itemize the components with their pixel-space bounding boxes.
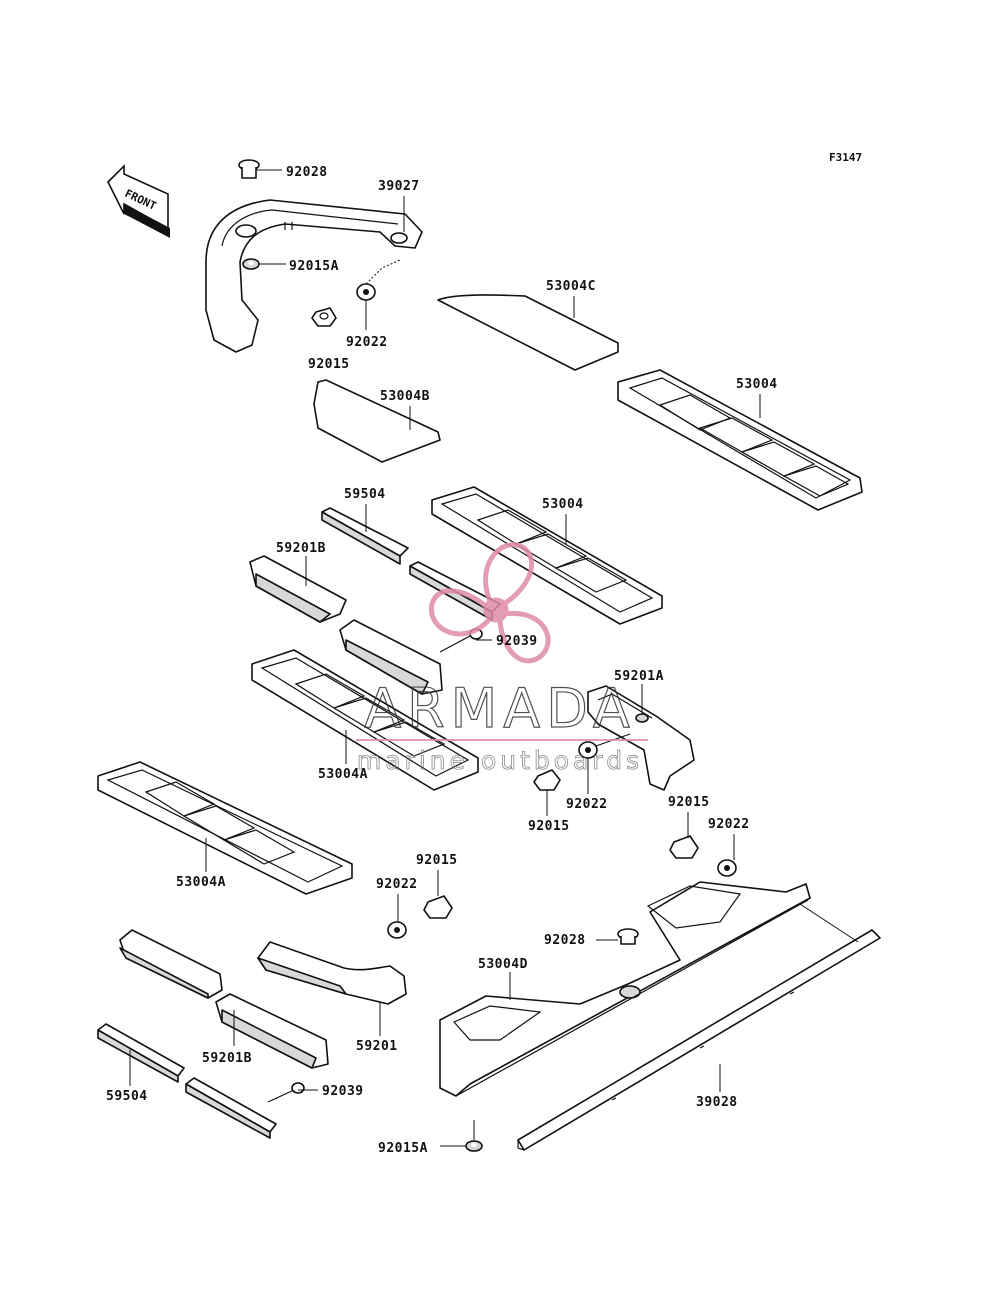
- label-92022-right: 92022: [708, 817, 750, 832]
- nut-92015-top: [311, 307, 337, 327]
- plug-92028-top: [238, 159, 260, 179]
- label-53004c: 53004C: [546, 279, 596, 294]
- mat-53004-right: [617, 369, 863, 511]
- label-92015-lower: 92015: [416, 853, 458, 868]
- rail-39028: [517, 903, 881, 1151]
- label-53004b: 53004B: [380, 389, 430, 404]
- nut-92015-right: [669, 835, 699, 859]
- label-53004d: 53004D: [478, 957, 528, 972]
- label-53004-right: 53004: [736, 377, 778, 392]
- figure-id: F3147: [829, 151, 862, 164]
- part-labels: 92028 39027 92015A 92022 92015 53004C 53…: [106, 165, 778, 1156]
- part-shapes: [97, 159, 881, 1152]
- plug-92028-lower: [617, 928, 639, 945]
- label-92015-top: 92015: [308, 357, 350, 372]
- label-92022-top: 92022: [346, 335, 388, 350]
- mat-53004a-left: [97, 761, 353, 895]
- grab-handle-39027: [205, 199, 423, 353]
- label-92015-mid: 92015: [528, 819, 570, 834]
- label-92015a-lower: 92015A: [378, 1141, 428, 1156]
- watermark-brand: ARMADA: [364, 677, 636, 740]
- rivet-92039-lower: [267, 1082, 305, 1103]
- label-92022-mid: 92022: [566, 797, 608, 812]
- label-92015-right: 92015: [668, 795, 710, 810]
- label-59201a: 59201A: [614, 669, 664, 684]
- label-92015a-top: 92015A: [289, 259, 339, 274]
- label-92028-lower: 92028: [544, 933, 586, 948]
- label-92028-top: 92028: [286, 165, 328, 180]
- label-59201b-top: 59201B: [276, 541, 326, 556]
- nut-92015-mid: [533, 769, 561, 791]
- label-59504-top: 59504: [344, 487, 386, 502]
- watermark-tagline: marine outboards: [357, 746, 643, 775]
- front-arrow-icon: FRONT: [107, 164, 170, 238]
- watermark: ARMADA marine outboards: [356, 542, 648, 775]
- label-53004a-left: 53004A: [176, 875, 226, 890]
- strip-59504-lower: [97, 1023, 277, 1139]
- label-39027: 39027: [378, 179, 420, 194]
- nut-92015-lower: [423, 895, 453, 919]
- label-59201b-lower: 59201B: [202, 1051, 252, 1066]
- label-59201: 59201: [356, 1039, 398, 1054]
- leader-lines: [129, 169, 761, 1147]
- base-53004d: [439, 881, 811, 1097]
- mat-53004c: [437, 294, 619, 371]
- label-53004-middle: 53004: [542, 497, 584, 512]
- label-92039-lower: 92039: [322, 1084, 364, 1099]
- label-53004a-middle: 53004A: [318, 767, 368, 782]
- mat-53004b: [313, 379, 441, 463]
- cover-59201b-top: [249, 555, 443, 695]
- cover-59201b-lower: [119, 929, 329, 1069]
- label-39028: 39028: [696, 1095, 738, 1110]
- propeller-logo-icon: [428, 542, 551, 664]
- elbow-59201: [257, 941, 407, 1005]
- label-92022-lower: 92022: [376, 877, 418, 892]
- mat-53004-middle: [431, 486, 663, 625]
- label-59504-lower: 59504: [106, 1089, 148, 1104]
- label-92039-top: 92039: [496, 634, 538, 649]
